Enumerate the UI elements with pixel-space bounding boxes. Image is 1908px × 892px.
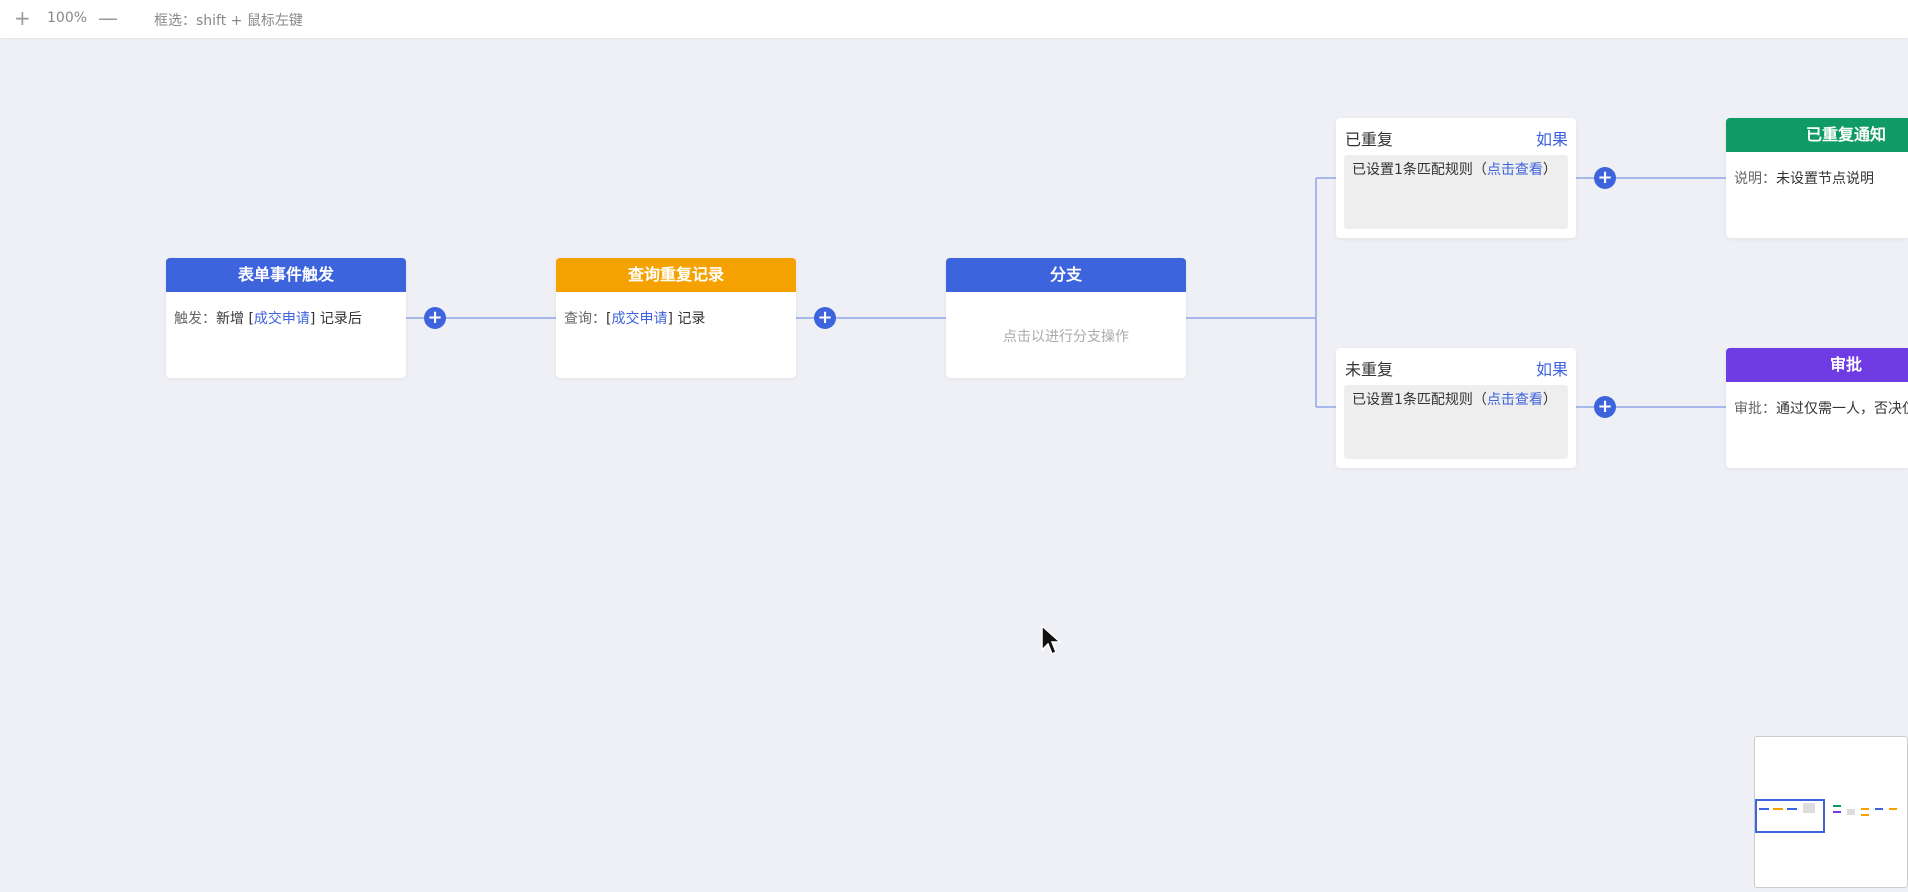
branch-node[interactable]: 分支 点击以进行分支操作: [946, 258, 1186, 378]
query-label: 查询：: [564, 311, 606, 327]
rule-view-link[interactable]: 点击查看: [1486, 392, 1543, 408]
mouse-cursor-icon: [1041, 624, 1062, 656]
trigger-suffix: ] 记录后: [309, 311, 362, 327]
zoom-out-icon[interactable]: —: [98, 6, 118, 30]
approval-node-body: 审批：通过仅需一人，否决仅: [1726, 382, 1908, 418]
rule-view-link[interactable]: 点击查看: [1486, 162, 1543, 178]
query-node[interactable]: 查询重复记录 查询：[成交申请] 记录: [556, 258, 796, 378]
notify-node[interactable]: 已重复通知 说明：未设置节点说明: [1726, 118, 1908, 238]
plus-icon: +: [817, 307, 833, 328]
condition-duplicated-if-link[interactable]: 如果: [1535, 130, 1568, 149]
minimap-node: [1833, 811, 1841, 813]
notify-label: 说明：: [1734, 171, 1776, 187]
approval-label: 审批：: [1734, 401, 1776, 417]
condition-not-duplicated-title: 未重复: [1345, 360, 1394, 379]
condition-duplicated-title: 已重复: [1345, 130, 1394, 149]
trigger-label: 触发：: [174, 311, 216, 327]
branch-placeholder: 点击以进行分支操作: [1003, 329, 1129, 345]
minimap-node: [1773, 808, 1783, 810]
zoom-in-icon[interactable]: +: [14, 6, 31, 30]
query-suffix: ] 记录: [667, 311, 706, 327]
trigger-form-link[interactable]: 成交申请: [253, 311, 310, 327]
add-step-button[interactable]: +: [424, 307, 446, 329]
rule-prefix: 已设置1条匹配规则（: [1352, 162, 1487, 178]
trigger-prefix: 新增 [: [216, 311, 254, 327]
condition-not-duplicated-if-link[interactable]: 如果: [1535, 360, 1568, 379]
plus-icon: +: [1597, 396, 1613, 417]
query-node-body: 查询：[成交申请] 记录: [556, 292, 796, 328]
notify-node-title: 已重复通知: [1726, 118, 1908, 152]
trigger-node-body: 触发：新增 [成交申请] 记录后: [166, 292, 406, 328]
minimap-node: [1787, 808, 1797, 810]
approval-node-title: 审批: [1726, 348, 1908, 382]
condition-not-duplicated[interactable]: 未重复 如果 已设置1条匹配规则（点击查看）: [1336, 348, 1576, 468]
query-node-title: 查询重复记录: [556, 258, 796, 292]
notify-text: 未设置节点说明: [1776, 171, 1874, 187]
rule-suffix: ）: [1542, 162, 1557, 178]
plus-icon: +: [1597, 167, 1613, 188]
condition-duplicated-rule: 已设置1条匹配规则（点击查看）: [1344, 155, 1568, 229]
add-step-button[interactable]: +: [1594, 396, 1616, 418]
trigger-node-title: 表单事件触发: [166, 258, 406, 292]
minimap[interactable]: [1754, 736, 1908, 888]
branch-node-title: 分支: [946, 258, 1186, 292]
zoom-level: 100%: [47, 10, 88, 26]
approval-text: 通过仅需一人，否决仅: [1776, 401, 1908, 417]
query-form-link[interactable]: 成交申请: [611, 311, 668, 327]
query-prefix: [: [606, 311, 612, 327]
approval-node[interactable]: 审批 审批：通过仅需一人，否决仅: [1726, 348, 1908, 468]
rule-suffix: ）: [1542, 392, 1557, 408]
add-step-button[interactable]: +: [1594, 167, 1616, 189]
condition-duplicated[interactable]: 已重复 如果 已设置1条匹配规则（点击查看）: [1336, 118, 1576, 238]
trigger-node[interactable]: 表单事件触发 触发：新增 [成交申请] 记录后: [166, 258, 406, 378]
minimap-viewport[interactable]: [1755, 799, 1825, 833]
minimap-node: [1803, 803, 1815, 813]
rule-prefix: 已设置1条匹配规则（: [1352, 392, 1487, 408]
minimap-node: [1875, 808, 1883, 810]
minimap-node: [1847, 809, 1855, 815]
plus-icon: +: [427, 307, 443, 328]
minimap-node: [1861, 808, 1869, 810]
condition-not-duplicated-rule: 已设置1条匹配规则（点击查看）: [1344, 385, 1568, 459]
minimap-node: [1833, 805, 1841, 807]
canvas-toolbar: + 100% — 框选：shift + 鼠标左键: [0, 0, 1908, 38]
minimap-node: [1889, 808, 1897, 810]
minimap-node: [1759, 808, 1769, 810]
selection-hint: 框选：shift + 鼠标左键: [154, 13, 303, 29]
notify-node-body: 说明：未设置节点说明: [1726, 152, 1908, 188]
minimap-node: [1861, 814, 1869, 816]
add-step-button[interactable]: +: [814, 307, 836, 329]
